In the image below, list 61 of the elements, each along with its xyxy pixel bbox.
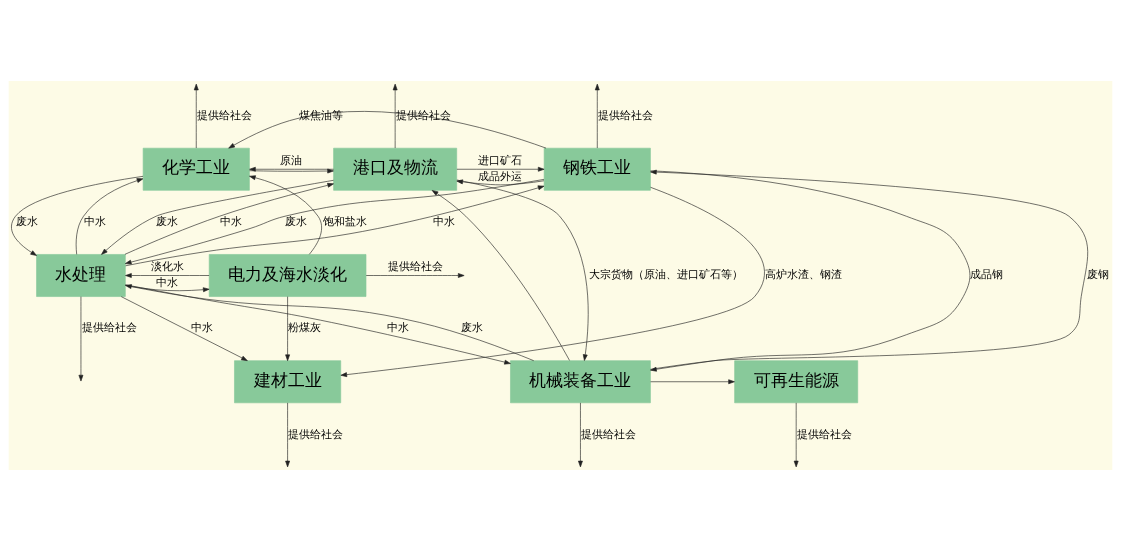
edge-label: 成品钢 [970,268,1004,282]
arrow [650,379,735,385]
edge-label: 废水 [285,215,308,229]
edge-label: 提供给社会 [288,427,344,441]
edge-label: 煤焦油等 [298,108,343,122]
edge-label: 提供给社会 [196,108,252,122]
edge-label: 中水 [433,215,456,229]
arrow [249,175,322,255]
edge-label: 中水 [83,215,106,229]
edge-label: 中水 [219,215,242,229]
arrow [650,170,971,372]
arrow [456,179,589,361]
edge-label: 废水 [15,215,38,229]
edge-label: 提供给社会 [597,108,653,122]
arrow [594,83,600,149]
edge-label: 淡化水 [150,260,184,274]
arrow [365,273,465,278]
edge-label: 成品外运 [478,170,523,184]
node-box: 机械装备工业 [510,360,651,404]
arrow [650,169,1089,370]
edge-label: 中水 [156,276,179,290]
node-box: 可再生能源 [734,360,859,404]
edge-label: 提供给社会 [581,427,637,441]
edge-label: 提供给社会 [395,108,451,122]
arrow [193,83,199,149]
edge-label: 提供给社会 [387,260,443,274]
node-box: 化学工业 [142,147,250,191]
node-box: 钢铁工业 [543,147,651,191]
arrow [120,296,248,361]
edge-label: 提供给社会 [796,427,852,441]
arrow [431,190,570,361]
arrow [78,296,84,382]
node-box: 建材工业 [234,360,342,404]
arrow [285,402,290,468]
edge-label: 中水 [387,321,410,335]
edge-label: 粉煤灰 [287,321,321,335]
arrow [125,273,210,278]
arrow [793,402,799,468]
edge-label: 废水 [156,215,179,229]
edge-label: 高炉水渣、钢渣 [765,268,843,282]
edge-label: 饱和盐水 [322,215,367,229]
arrow [578,402,583,468]
node-box: 水处理 [36,254,126,297]
node-box: 电力及海水淡化 [208,254,367,297]
arrow [456,179,545,186]
arrow [125,285,210,293]
arrow [285,296,290,361]
arrow [75,178,144,255]
edge-label: 进口矿石 [478,153,523,167]
edge-label: 废水 [460,321,483,335]
arrow [11,176,144,256]
edge-label: 原油 [280,153,303,167]
arrow [392,83,398,149]
edge-label: 提供给社会 [81,321,137,335]
arrow [228,111,547,149]
edge-label: 废钢 [1087,268,1110,282]
edge-label: 大宗货物（原油、进口矿石等） [588,268,743,282]
node-box: 港口及物流 [333,147,458,191]
edge-label: 中水 [191,321,214,335]
arrow [456,166,545,172]
arrow [340,186,765,377]
